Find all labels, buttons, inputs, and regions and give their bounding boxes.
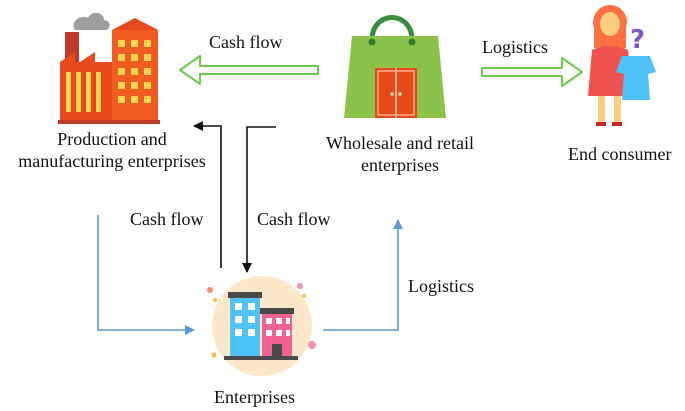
cash-flow-label-left: Cash flow <box>130 209 204 229</box>
consumer-icon: ? <box>588 5 656 126</box>
svg-text:?: ? <box>630 25 645 55</box>
cash-flow-arrow-top <box>179 55 319 85</box>
production-label-line1: Production and <box>57 129 167 149</box>
cash-flow-label-top: Cash flow <box>209 32 283 52</box>
wholesale-label-line2: enterprises <box>361 155 439 175</box>
office-building-icon <box>207 276 316 376</box>
wholesale-label: Wholesale and retail enterprises <box>302 132 498 176</box>
cash-flow-label-mid: Cash flow <box>257 209 331 229</box>
consumer-label: End consumer <box>568 144 672 164</box>
factory-icon <box>58 12 160 124</box>
shopping-bag-icon <box>344 15 446 118</box>
production-label-line2: manufacturing enterprises <box>18 151 206 171</box>
logistics-arrow-right <box>323 219 403 331</box>
cash-flow-arrow-down <box>242 126 276 273</box>
logistics-label-top: Logistics <box>482 37 548 57</box>
supply-arrow-left <box>97 215 195 335</box>
enterprises-label: Enterprises <box>214 387 295 407</box>
wholesale-label-line1: Wholesale and retail <box>326 133 474 153</box>
logistics-arrow-top <box>481 57 583 87</box>
cash-flow-arrow-up <box>193 121 222 268</box>
production-label: Production and manufacturing enterprises <box>2 128 222 172</box>
logistics-label-right: Logistics <box>408 276 474 296</box>
